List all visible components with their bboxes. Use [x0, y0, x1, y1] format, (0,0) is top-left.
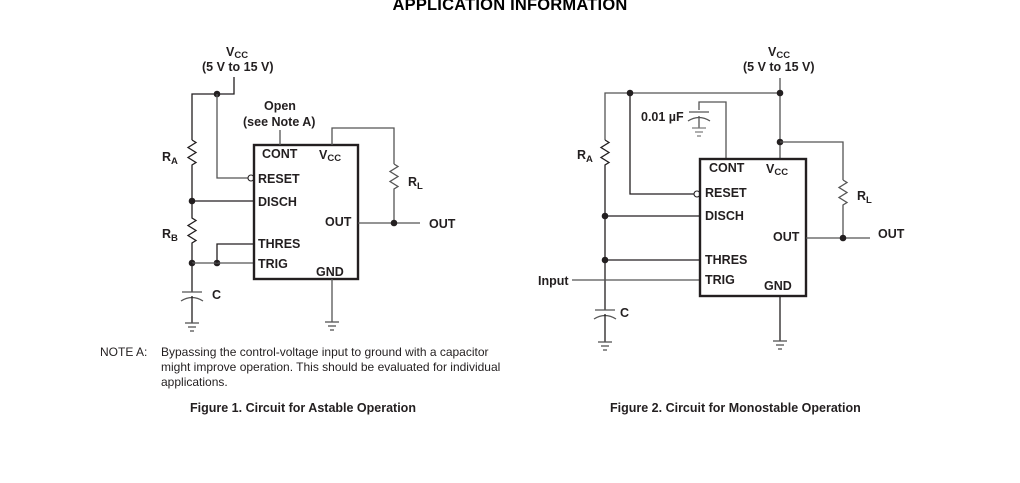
fig1-pin-reset: RESET: [258, 172, 300, 186]
fig1-timer-ic: [252, 143, 360, 281]
fig2-pin-out: OUT: [773, 230, 800, 244]
fig1-ground-icon-c: [185, 322, 199, 332]
fig1-pin-disch: DISCH: [258, 195, 297, 209]
fig1-ra-label: RA: [162, 150, 178, 167]
fig1-c-label: C: [212, 288, 221, 302]
fig2-capacitor-c: [593, 309, 617, 342]
fig1-vcc-label: VCC: [226, 45, 248, 61]
fig1-ground-icon: [325, 321, 339, 331]
fig1-rl-label: RL: [408, 175, 423, 192]
fig1-pin-vcc: VCC: [319, 148, 341, 164]
fig2-ground-icon: [773, 340, 787, 350]
fig2-out-label: OUT: [878, 227, 905, 241]
figure2-monostable-circuit: VCC (5 V to 15 V) 0.01 µF RA Input: [538, 45, 905, 351]
fig2-pin-disch: DISCH: [705, 209, 744, 223]
fig2-capacitor-cont: [687, 111, 711, 137]
fig2-input-label: Input: [538, 274, 569, 288]
fig2-vcc-rl-wire: [780, 141, 844, 180]
fig2-top-rail: [604, 92, 780, 140]
fig1-vcc-range: (5 V to 15 V): [202, 60, 274, 74]
fig2-c-label: C: [620, 306, 629, 320]
page-title: APPLICATION INFORMATION: [392, 0, 628, 14]
fig1-pin-cont: CONT: [262, 147, 298, 161]
fig2-timer-ic: [698, 157, 808, 298]
fig1-capacitor-c: [180, 291, 204, 323]
fig1-cont-note-line1: Open: [264, 99, 296, 113]
fig2-junction-out: [839, 234, 847, 242]
note-tag: NOTE A:: [100, 345, 148, 359]
fig2-vcc-label: VCC: [768, 45, 790, 61]
fig2-rl-resistor: [837, 179, 849, 238]
fig1-pin-thres: THRES: [258, 237, 300, 251]
fig2-pin-reset: RESET: [705, 186, 747, 200]
fig2-reset-wire: [629, 93, 695, 195]
figure2-caption: Figure 2. Circuit for Monostable Operati…: [610, 401, 861, 415]
fig2-cont-cap-label: 0.01 µF: [641, 110, 684, 124]
fig2-pin-trig: TRIG: [705, 273, 735, 287]
fig2-ra-label: RA: [577, 148, 593, 165]
fig1-ra-resistor: [186, 139, 198, 201]
fig2-cont-wire: [698, 101, 727, 158]
note-text: Bypassing the control-voltage input to g…: [161, 345, 501, 389]
fig1-rb-resistor: [186, 201, 198, 263]
fig1-reset-wire: [216, 94, 248, 179]
fig1-pin-trig: TRIG: [258, 257, 288, 271]
fig2-ra-resistor: [599, 139, 611, 310]
fig1-junction-out: [390, 219, 398, 227]
fig2-pin-vcc: VCC: [766, 162, 788, 178]
fig2-pin-cont: CONT: [709, 161, 745, 175]
fig1-thres-wire: [216, 243, 254, 263]
fig1-vcc-wire: [191, 77, 235, 140]
fig1-rb-label: RB: [162, 227, 178, 244]
fig1-pin-gnd: GND: [316, 265, 344, 279]
fig2-pin-thres: THRES: [705, 253, 747, 267]
fig1-out-label: OUT: [429, 217, 456, 231]
fig2-pin-gnd: GND: [764, 279, 792, 293]
figure1-caption: Figure 1. Circuit for Astable Operation: [190, 401, 416, 415]
fig1-pin-out: OUT: [325, 215, 352, 229]
fig1-cont-note-line2: (see Note A): [243, 115, 315, 129]
fig1-vcc-rl-wire: [331, 127, 395, 164]
fig1-rl-resistor: [388, 163, 400, 223]
figure1-astable-circuit: VCC (5 V to 15 V) RA RB C: [162, 45, 456, 332]
fig2-junction-vcc: [776, 89, 784, 97]
fig2-vcc-range: (5 V to 15 V): [743, 60, 815, 74]
fig2-ground-icon-c: [598, 341, 612, 351]
fig2-rl-label: RL: [857, 189, 872, 206]
